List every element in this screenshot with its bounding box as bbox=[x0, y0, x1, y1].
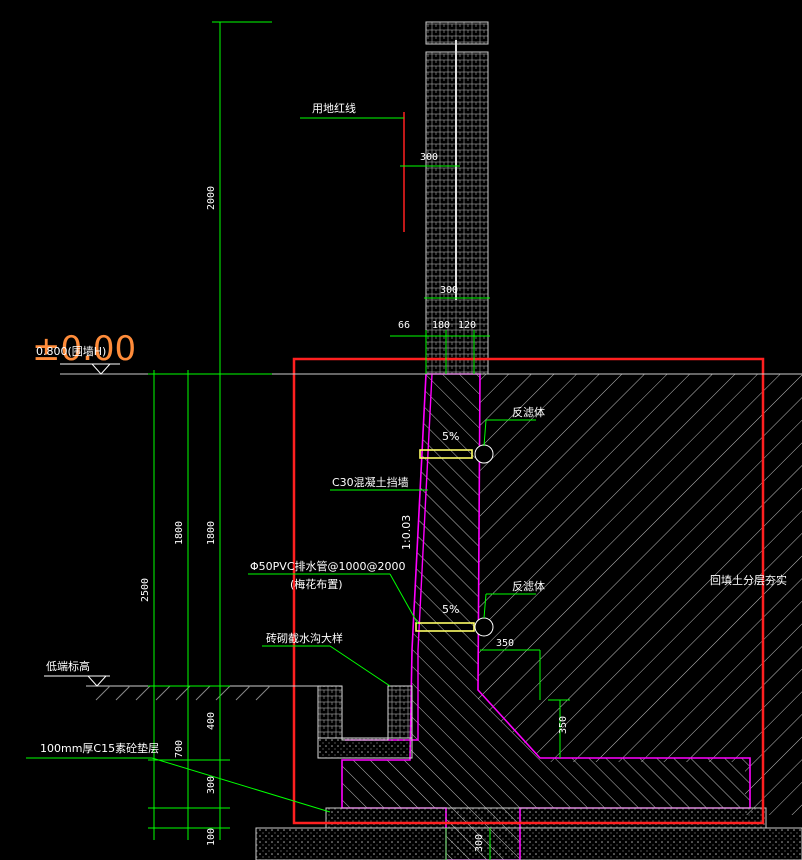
drain-pipe-lower bbox=[415, 622, 475, 632]
dim-300-mid: 300 bbox=[440, 285, 458, 296]
elevation-main: ±0.00 bbox=[32, 329, 136, 369]
elevation-sub: 0.800(围墙H) bbox=[36, 344, 106, 358]
ditch-base bbox=[317, 737, 413, 759]
elevation-marker-low bbox=[86, 675, 108, 687]
cushion-label: 100mm厚C15素砼垫层 bbox=[40, 741, 159, 755]
dim-1800-a: 1800 bbox=[174, 521, 185, 545]
dim-300-low: 300 bbox=[206, 776, 217, 794]
dim-350-v: 350 bbox=[558, 716, 569, 734]
slope-label-2: 5% bbox=[442, 603, 459, 616]
retaining-wall-body bbox=[341, 373, 751, 860]
backfill-soil-hatch bbox=[478, 374, 802, 815]
foundation-base bbox=[255, 827, 802, 860]
dim-1800-b: 1800 bbox=[206, 521, 217, 545]
dim-400: 400 bbox=[206, 712, 217, 730]
drain-pipe-label-1: Φ50PVC排水管@1000@2000 bbox=[250, 559, 405, 573]
batter-label: 1:0.03 bbox=[400, 515, 413, 550]
drain-pipe-upper bbox=[419, 449, 473, 459]
dim-350-h: 350 bbox=[496, 638, 514, 649]
ditch-section bbox=[317, 685, 413, 741]
filter-label-1: 反滤体 bbox=[512, 405, 545, 419]
dim-300-bottom: 300 bbox=[474, 834, 485, 852]
dim-2500: 2500 bbox=[140, 578, 151, 602]
ditch-label: 砖砌截水沟大样 bbox=[266, 631, 343, 645]
drain-pipe-label-2: (梅花布置) bbox=[290, 577, 343, 591]
slope-label-1: 5% bbox=[442, 430, 459, 443]
dim-2000: 2000 bbox=[206, 186, 217, 210]
retaining-wall-label: C30混凝土挡墙 bbox=[332, 475, 409, 489]
dim-100: 100 bbox=[206, 828, 217, 846]
filter-body-lower bbox=[474, 617, 494, 637]
dimension-lines bbox=[26, 21, 570, 860]
dim-120: 120 bbox=[458, 320, 476, 331]
low-elevation-label: 低端标高 bbox=[46, 659, 90, 673]
cushion-layer bbox=[325, 807, 767, 829]
land-red-line-label: 用地红线 bbox=[312, 101, 356, 115]
backfill-label: 回填土分层夯实 bbox=[710, 573, 787, 587]
highlight-box bbox=[292, 357, 765, 825]
filter-label-2: 反滤体 bbox=[512, 579, 545, 593]
low-ground-hatch bbox=[95, 685, 271, 701]
dim-300-top: 300 bbox=[420, 152, 438, 163]
dim-180: 180 bbox=[432, 320, 450, 331]
filter-body-upper bbox=[474, 444, 494, 464]
dim-66: 66 bbox=[398, 320, 410, 331]
dim-700: 700 bbox=[174, 740, 185, 758]
